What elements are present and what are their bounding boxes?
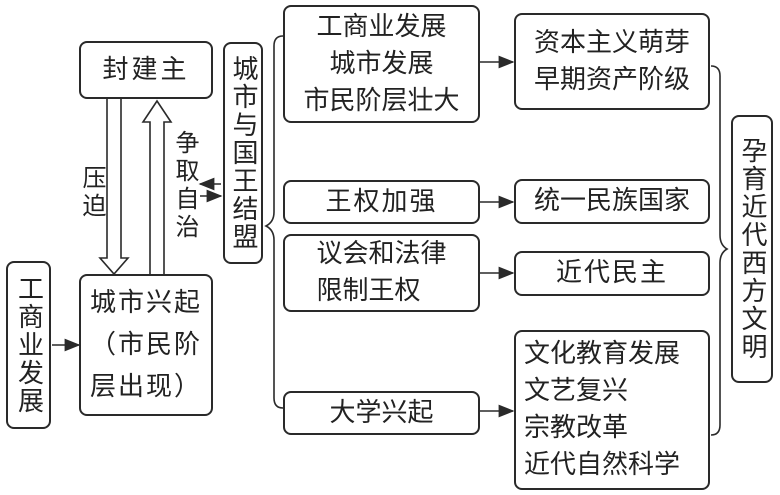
dev-group-text: 工商业发展 城市发展 市民阶层壮大 bbox=[303, 11, 460, 116]
culture-group-text: 文化教育发展 文艺复兴 宗教改革 近代自然科学 bbox=[524, 339, 681, 480]
city-rise-box: 城市兴起 （市民阶 层出现） bbox=[79, 274, 213, 416]
university-box: 大学兴起 bbox=[283, 391, 480, 435]
commerce-industry-text: 工商业发展 bbox=[13, 275, 44, 415]
royal-power-text: 王权加强 bbox=[325, 186, 438, 217]
parliament-law-box: 议会和法律 限制王权 bbox=[283, 234, 480, 312]
autonomy-arrow bbox=[141, 99, 173, 274]
unified-state-text: 统一民族国家 bbox=[533, 186, 690, 216]
western-civilization-text: 孕育近代西方文明 bbox=[737, 137, 767, 361]
autonomy-label: 争取自治 bbox=[171, 130, 199, 242]
capitalism-text: 资本主义萌芽 早期资产阶级 bbox=[533, 27, 690, 95]
royal-power-box: 王权加强 bbox=[283, 180, 480, 224]
feudal-lords-box: 封建主 bbox=[79, 41, 213, 99]
oppression-label: 压迫 bbox=[78, 165, 106, 221]
city-rise-text: 城市兴起 （市民阶 层出现） bbox=[89, 288, 202, 402]
western-civilization-box: 孕育近代西方文明 bbox=[731, 115, 773, 383]
commerce-industry-box: 工商业发展 bbox=[6, 261, 51, 429]
left-brace bbox=[264, 35, 284, 409]
feudal-lords-text: 封建主 bbox=[102, 54, 190, 85]
city-king-alliance-text: 城市与国王结盟 bbox=[228, 55, 258, 251]
university-text: 大学兴起 bbox=[329, 397, 434, 428]
culture-group-box: 文化教育发展 文艺复兴 宗教改革 近代自然科学 bbox=[514, 330, 710, 490]
modern-democracy-box: 近代民主 bbox=[514, 251, 710, 296]
modern-democracy-text: 近代民主 bbox=[555, 258, 668, 288]
parliament-law-text: 议会和法律 限制王权 bbox=[316, 239, 447, 306]
unified-state-box: 统一民族国家 bbox=[514, 179, 710, 224]
city-king-alliance-box: 城市与国王结盟 bbox=[223, 42, 263, 264]
right-brace bbox=[710, 65, 729, 436]
dev-group-box: 工商业发展 城市发展 市民阶层壮大 bbox=[283, 5, 480, 123]
capitalism-box: 资本主义萌芽 早期资产阶级 bbox=[514, 13, 710, 110]
